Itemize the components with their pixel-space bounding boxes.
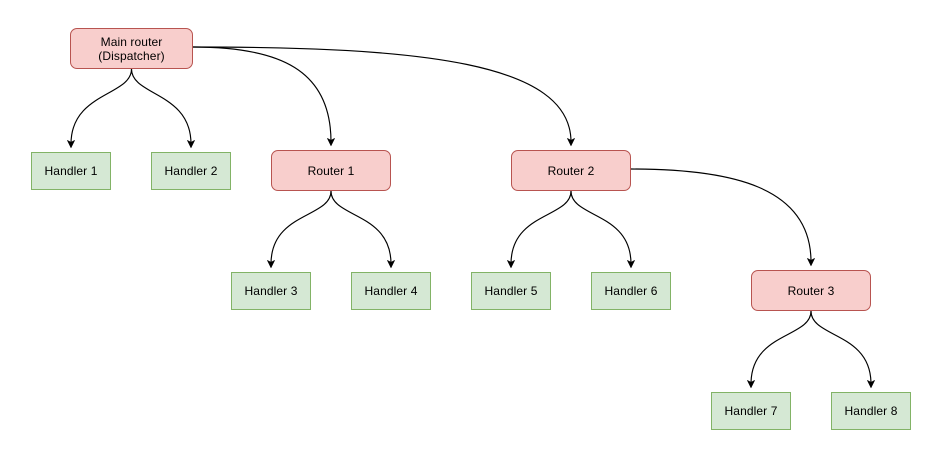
node-main-router-label: Main router (Dispatcher) xyxy=(98,34,165,63)
node-handler-8-label: Handler 8 xyxy=(844,404,898,418)
node-handler-6-label: Handler 6 xyxy=(604,284,658,298)
edge-router-3-to-handler-8 xyxy=(810,310,875,389)
edge-router-2-to-handler-6 xyxy=(570,190,635,269)
node-router-1-label: Router 1 xyxy=(307,163,355,178)
node-router-3[interactable]: Router 3 xyxy=(751,270,871,311)
node-router-3-label: Router 3 xyxy=(787,283,835,298)
node-handler-2-label: Handler 2 xyxy=(164,164,218,178)
node-handler-7-label: Handler 7 xyxy=(724,404,778,418)
node-router-2-label: Router 2 xyxy=(547,163,595,178)
node-handler-4-label: Handler 4 xyxy=(364,284,418,298)
node-handler-5-label: Handler 5 xyxy=(484,284,538,298)
edge-main-to-handler-1 xyxy=(67,68,133,149)
node-router-2[interactable]: Router 2 xyxy=(511,150,631,191)
edge-router-3-to-handler-7 xyxy=(747,310,812,389)
node-router-1[interactable]: Router 1 xyxy=(271,150,391,191)
node-handler-5[interactable]: Handler 5 xyxy=(471,272,551,310)
edge-router-2-to-handler-5 xyxy=(507,190,572,269)
edge-router-1-to-handler-3 xyxy=(267,190,332,269)
node-handler-2[interactable]: Handler 2 xyxy=(151,152,231,190)
node-handler-4[interactable]: Handler 4 xyxy=(351,272,431,310)
node-main-router[interactable]: Main router (Dispatcher) xyxy=(70,28,193,69)
node-handler-1[interactable]: Handler 1 xyxy=(31,152,111,190)
edge-router-2-to-router-3 xyxy=(630,168,815,267)
node-handler-7[interactable]: Handler 7 xyxy=(711,392,791,430)
node-handler-6[interactable]: Handler 6 xyxy=(591,272,671,310)
node-handler-8[interactable]: Handler 8 xyxy=(831,392,911,430)
edge-main-to-handler-2 xyxy=(130,68,195,149)
node-handler-3-label: Handler 3 xyxy=(244,284,298,298)
node-handler-1-label: Handler 1 xyxy=(44,164,98,178)
node-handler-3[interactable]: Handler 3 xyxy=(231,272,311,310)
edge-router-1-to-handler-4 xyxy=(330,190,395,269)
edge-main-to-router-2 xyxy=(192,46,575,147)
edge-main-to-router-1 xyxy=(192,46,335,147)
